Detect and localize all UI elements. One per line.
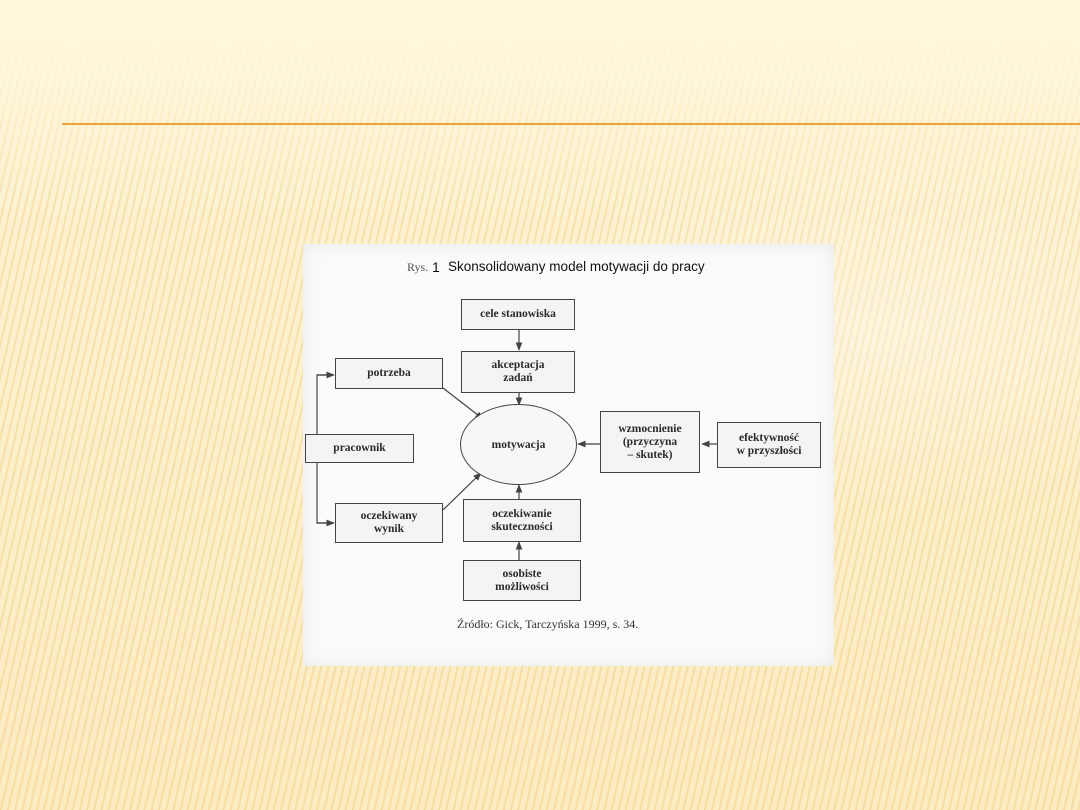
node-motywacja: motywacja xyxy=(460,404,577,485)
figure-number: 1 xyxy=(432,259,440,275)
figure-source: Źródło: Gick, Tarczyńska 1999, s. 34. xyxy=(457,617,639,631)
node-akceptacja-zadan: akceptacja zadań xyxy=(461,351,575,393)
node-oczekiwany-wynik: oczekiwany wynik xyxy=(335,503,443,543)
node-potrzeba: potrzeba xyxy=(335,358,443,389)
title-divider-line xyxy=(62,123,1080,125)
node-oczekiwanie-skutecznosci: oczekiwanie skuteczności xyxy=(463,499,581,542)
node-pracownik: pracownik xyxy=(305,434,414,463)
node-cele-stanowiska: cele stanowiska xyxy=(461,299,575,330)
figure-title: Skonsolidowany model motywacji do pracy xyxy=(448,259,705,274)
node-wzmocnienie: wzmocnienie (przyczyna – skutek) xyxy=(600,411,700,473)
figure-label-prefix: Rys. xyxy=(407,260,429,274)
motivation-model-figure: Rys. 1 Skonsolidowany model motywacji do… xyxy=(303,244,834,666)
diagram-connectors xyxy=(316,330,717,560)
arrow-potrzeba-to-motywacja xyxy=(442,387,484,420)
arrow-oczekiwany-wynik-to-motywacja xyxy=(442,472,482,511)
node-osobiste-mozliwosci: osobiste możliwości xyxy=(463,560,581,601)
node-efektywnosc-w-przyszlosci: efektywność w przyszłości xyxy=(717,422,821,468)
